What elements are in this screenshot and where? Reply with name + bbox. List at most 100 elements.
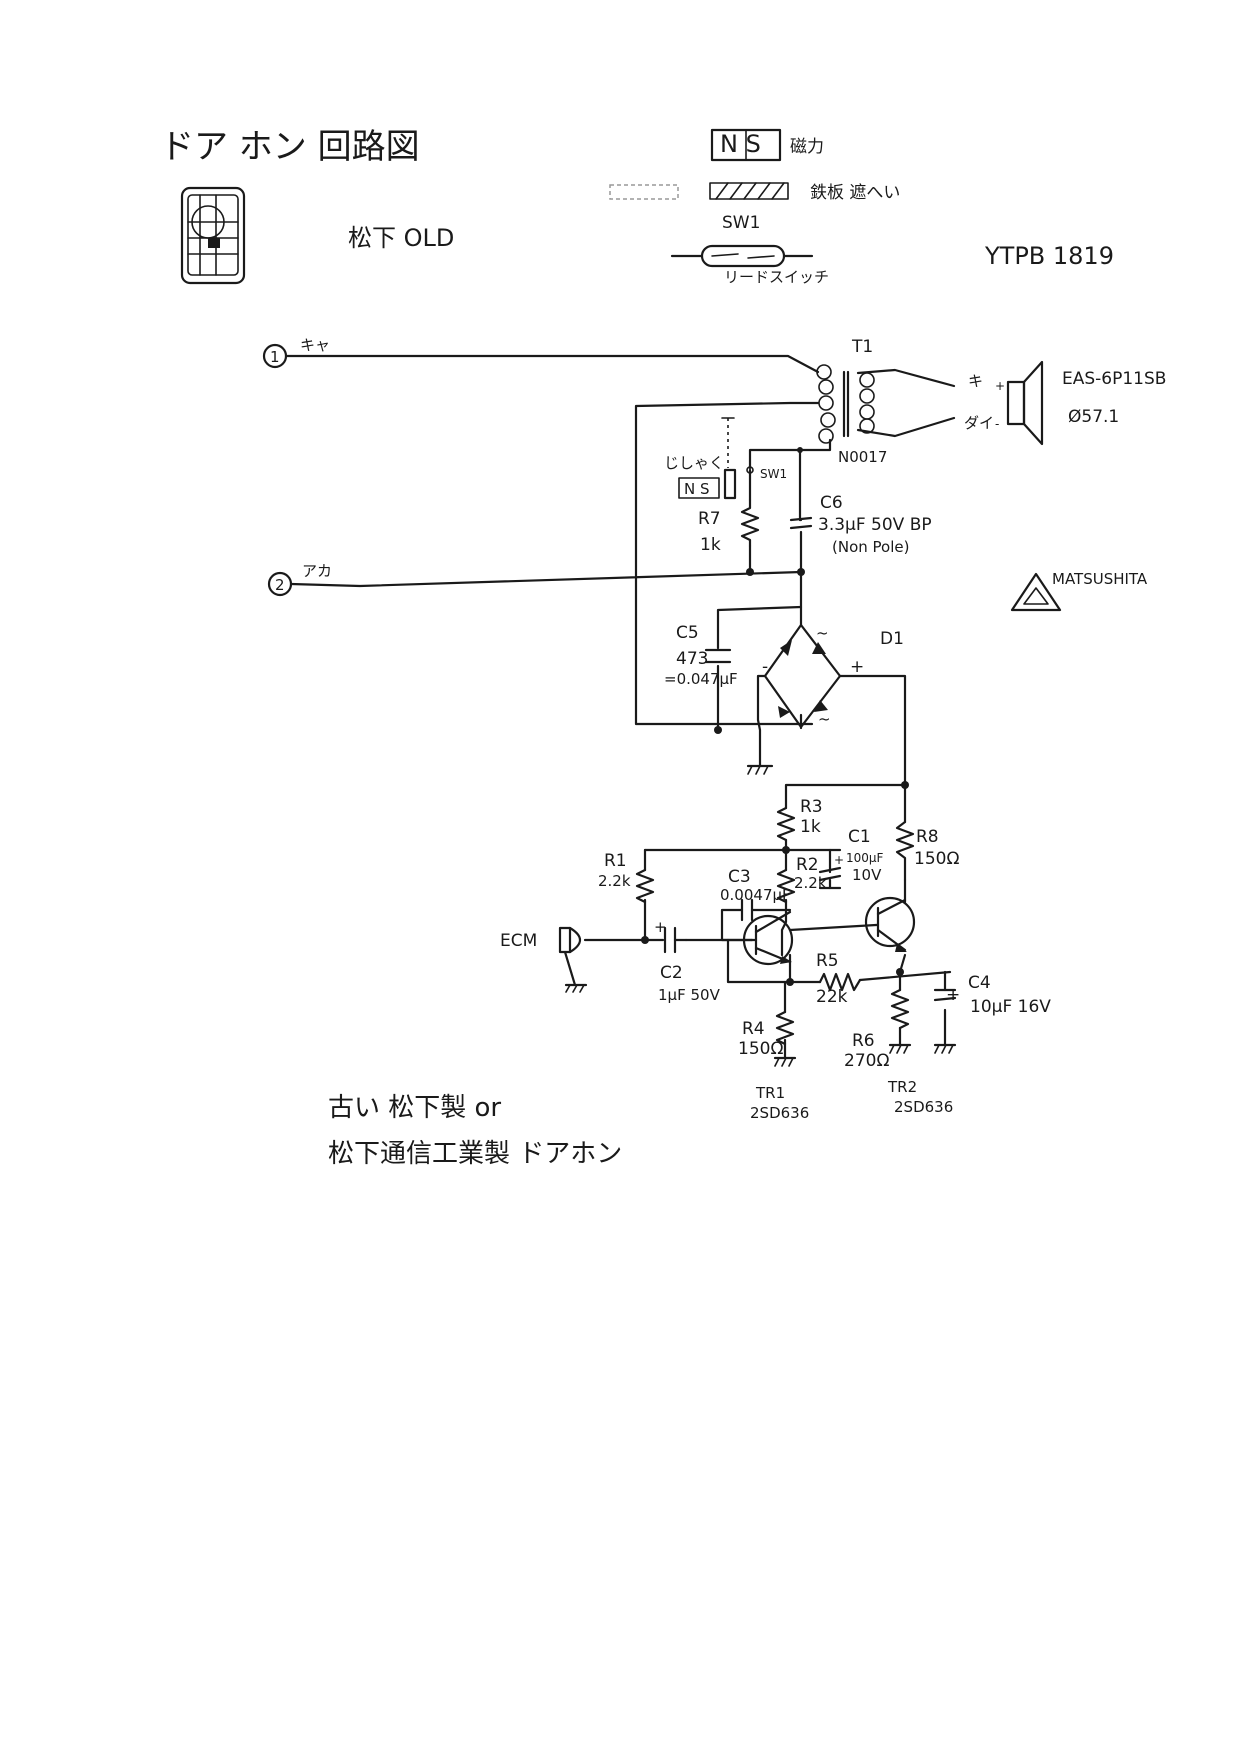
terminal-2-number: 2 <box>275 576 285 594</box>
c5-code: 473 <box>676 649 708 669</box>
c3-id: C3 <box>728 867 751 887</box>
capacitor-c6: C6 3.3μF 50V BP (Non Pole) <box>789 493 932 556</box>
reed-switch-sw1: じしゃく N S SW1 <box>664 417 787 502</box>
c5-value: =0.047μF <box>664 670 738 688</box>
resistor-r5: R5 22k <box>816 951 862 1007</box>
model-number: YTPB 1819 <box>984 242 1114 270</box>
terminal-2-color: アカ <box>302 562 332 580</box>
r1-id: R1 <box>604 851 627 871</box>
tr2-part: 2SD636 <box>894 1098 953 1116</box>
junction-dots <box>641 447 909 986</box>
resistor-r8: R8 150Ω <box>895 820 959 882</box>
r6-id: R6 <box>852 1031 875 1051</box>
legend-magnet: N S 磁力 <box>710 128 824 162</box>
sw1-label: SW1 <box>760 467 787 481</box>
r3-id: R3 <box>800 797 823 817</box>
transistor-tr2: TR2 2SD636 <box>864 896 953 1116</box>
speaker: EAS-6P11SB Ø57.1 キ ダイ + - <box>964 360 1166 446</box>
shield-text: 鉄板 遮へい <box>810 183 900 203</box>
magnet-text: 磁力 <box>790 137 824 157</box>
speaker-minus-sign: - <box>995 417 999 431</box>
maker-old-label: 松下 OLD <box>348 224 454 252</box>
r3-value: 1k <box>800 817 821 837</box>
c2-plus: + <box>654 918 667 936</box>
transformer-t1: T1 N0017 <box>816 337 887 466</box>
matsushita-logo: MATSUSHITA <box>1010 570 1148 612</box>
c2-value: 1μF 50V <box>658 986 721 1004</box>
legend-reed-switch: SW1 リードスイッチ <box>670 213 829 286</box>
r6-value: 270Ω <box>844 1051 889 1071</box>
r5-id: R5 <box>816 951 839 971</box>
d1-minus: - <box>762 657 768 677</box>
c4-plus: + <box>946 985 960 1005</box>
d1-id: D1 <box>880 629 904 649</box>
c6-value: 3.3μF 50V BP <box>818 515 932 535</box>
doorphone-unit-sketch <box>180 186 246 285</box>
r2-id: R2 <box>796 855 819 875</box>
terminal-1-number: 1 <box>270 348 280 366</box>
wiring <box>284 354 956 1060</box>
reed-switch-id: SW1 <box>722 213 760 233</box>
ground-symbol-bridge <box>746 764 774 775</box>
c1-value: 100μF <box>846 851 884 865</box>
r8-id: R8 <box>916 827 939 847</box>
terminal-1-color: キャ <box>300 336 330 354</box>
reed-switch-text: リードスイッチ <box>724 268 829 286</box>
tr1-part: 2SD636 <box>750 1104 809 1122</box>
speaker-plus-sign: + <box>995 379 1005 393</box>
d1-plus: + <box>850 657 864 677</box>
c6-note: (Non Pole) <box>832 538 909 556</box>
capacitor-c1: C1 100μF 10V + <box>818 827 884 890</box>
page-title: ドア ホン 回路図 <box>160 127 420 167</box>
d1-ac-bottom: ~ <box>818 710 831 728</box>
speaker-wire-minus: ダイ <box>964 414 994 432</box>
magnet-box-ns: N S <box>684 480 710 498</box>
c1-voltage: 10V <box>852 866 882 884</box>
c6-id: C6 <box>820 493 843 513</box>
magnet-label: じしゃく <box>664 454 724 472</box>
brand-name: MATSUSHITA <box>1052 570 1148 588</box>
tr2-id: TR2 <box>887 1078 917 1096</box>
d1-ac-top: ~ <box>816 624 829 642</box>
resistor-r1: R1 2.2k <box>598 851 655 904</box>
resistor-r4: R4 150Ω <box>738 1010 797 1067</box>
r2-value: 2.2k <box>794 874 827 892</box>
c1-id: C1 <box>848 827 871 847</box>
ecm-label: ECM <box>500 931 537 951</box>
c5-id: C5 <box>676 623 699 643</box>
resistor-r7: R7 1k <box>698 498 760 555</box>
c3-value: 0.0047μF <box>720 886 791 904</box>
footer-line-1: 古い 松下製 or <box>328 1093 501 1123</box>
capacitor-c3: C3 0.0047μF <box>720 867 791 922</box>
r4-id: R4 <box>742 1019 765 1039</box>
terminal-2: 2 アカ <box>267 562 332 597</box>
electret-microphone: ECM <box>500 926 588 993</box>
capacitor-c2: + C2 1μF 50V <box>654 918 721 1004</box>
speaker-wire-plus: キ <box>968 372 983 390</box>
legend-iron-shield: 鉄板 遮へい <box>609 182 900 203</box>
footer-line-2: 松下通信工業製 ドアホン <box>328 1139 622 1169</box>
tr1-id: TR1 <box>755 1084 785 1102</box>
transformer-part: N0017 <box>838 448 887 466</box>
r4-value: 150Ω <box>738 1039 783 1059</box>
c2-id: C2 <box>660 963 683 983</box>
capacitor-c4: + C4 10μF 16V <box>933 973 1051 1054</box>
resistor-r3: R3 1k <box>776 797 823 842</box>
speaker-part: EAS-6P11SB <box>1062 369 1166 389</box>
r8-value: 150Ω <box>914 849 959 869</box>
transistor-tr1: TR1 2SD636 <box>742 910 809 1122</box>
r7-value: 1k <box>700 535 721 555</box>
r7-id: R7 <box>698 509 721 529</box>
resistor-r2: R2 2.2k <box>776 855 827 904</box>
magnet-box-label: N S <box>720 130 761 158</box>
r5-value: 22k <box>816 987 848 1007</box>
c1-plus: + <box>834 853 844 867</box>
diode-bridge-d1: D1 - + ~ ~ <box>762 623 904 729</box>
terminal-1: 1 キャ <box>262 336 330 369</box>
resistor-r6: R6 270Ω <box>844 988 912 1071</box>
c4-value: 10μF 16V <box>970 997 1051 1017</box>
speaker-size: Ø57.1 <box>1068 407 1119 427</box>
r1-value: 2.2k <box>598 872 631 890</box>
